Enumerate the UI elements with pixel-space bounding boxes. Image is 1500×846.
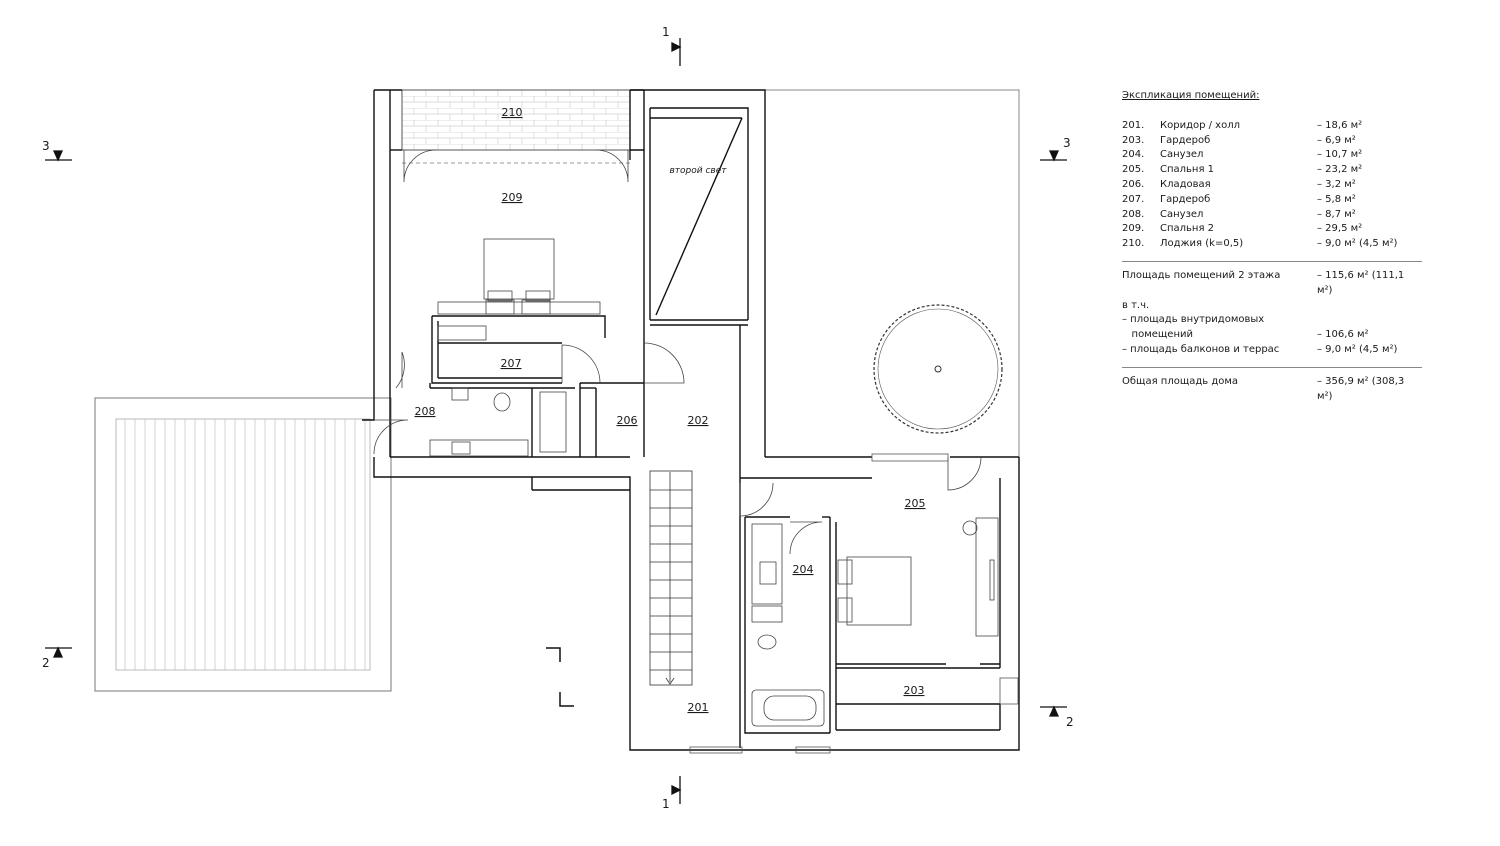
terrace-deck (94, 397, 392, 692)
section-1-bottom: 1 (662, 797, 670, 811)
crop-marks (546, 647, 574, 707)
label-205: 205 (905, 497, 926, 510)
totals-row: – площадь внутридомовых (1122, 314, 1265, 326)
section-3-right: 3 (1063, 136, 1071, 150)
divider (1122, 366, 1422, 368)
label-202: 202 (688, 414, 709, 427)
section-2-left: 2 (42, 656, 50, 670)
schedule-row: 205. Спальня 1 – 23,2 м² (1122, 164, 1363, 176)
grand-total-row: Общая площадь дома – 356,9 м² (308,3 м²) (1122, 375, 1405, 402)
room-schedule-title: Экспликация помещений: (1122, 90, 1260, 101)
totals-row: – площадь балконов и террас – 9,0 м² (4,… (1122, 343, 1398, 355)
schedule-row: 208. Санузел – 8,7 м² (1122, 208, 1356, 220)
schedule-row: 210. Лоджия (k=0,5) – 9,0 м² (4,5 м²) (1122, 238, 1398, 250)
garden-outline (765, 89, 1020, 457)
label-208: 208 (415, 405, 436, 418)
schedule-row: 201. Коридор / холл – 18,6 м² (1122, 119, 1363, 131)
schedule-row: 209. Спальня 2 – 29,5 м² (1122, 223, 1363, 235)
tree-icon (873, 304, 1003, 434)
staircase (649, 470, 693, 686)
label-204: 204 (793, 563, 814, 576)
totals-row: помещений – 106,6 м² (1122, 329, 1369, 341)
loggia-210 (401, 89, 631, 164)
door-swings (373, 149, 982, 555)
schedule-row: 204. Санузел – 10,7 м² (1122, 149, 1363, 161)
schedule-row: 206. Кладовая – 3,2 м² (1122, 178, 1356, 190)
divider (1122, 260, 1422, 262)
schedule-row: 207. Гардероб – 5,8 м² (1122, 193, 1356, 205)
totals-row: в т.ч. (1122, 299, 1150, 311)
label-double-height: второй свет (669, 166, 727, 176)
section-3-left: 3 (42, 139, 50, 153)
label-210: 210 (502, 106, 523, 119)
furniture (429, 238, 999, 727)
room-schedule: Экспликация помещений: 201. Коридор / хо… (1122, 89, 1422, 404)
totals-row: Площадь помещений 2 этажа – 115,6 м² (11… (1122, 269, 1405, 296)
label-201: 201 (688, 701, 709, 714)
section-2-right: 2 (1066, 715, 1074, 729)
label-206: 206 (617, 414, 638, 427)
exterior-walls (362, 89, 1020, 751)
room-labels: 210 209 207 208 206 202 201 204 205 203 … (415, 106, 926, 714)
section-1-top: 1 (662, 25, 670, 39)
label-207: 207 (501, 357, 522, 370)
schedule-row: 203. Гардероб – 6,9 м² (1122, 134, 1356, 146)
section-markers: 1 1 3 3 2 2 (42, 25, 1074, 811)
label-209: 209 (502, 191, 523, 204)
label-203: 203 (904, 684, 925, 697)
windows (689, 453, 1019, 754)
